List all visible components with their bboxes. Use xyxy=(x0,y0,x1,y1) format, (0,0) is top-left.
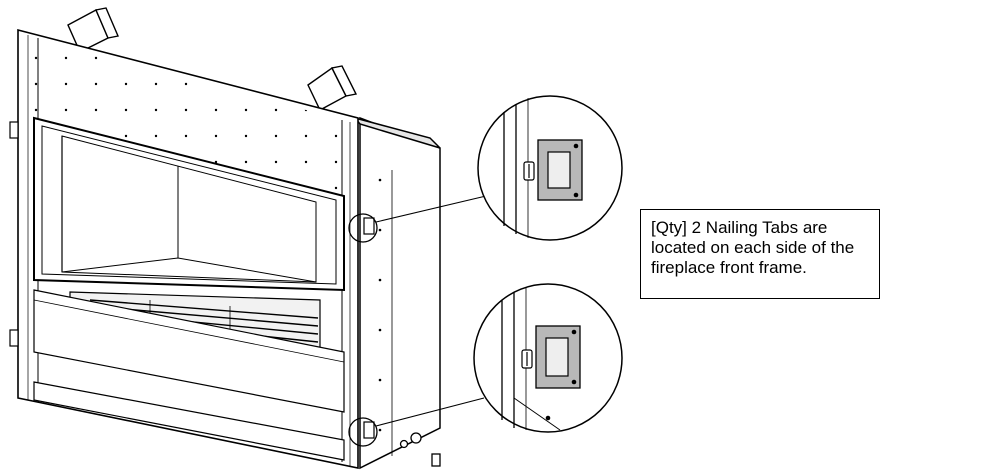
detail-view-upper xyxy=(477,95,623,241)
fireplace-window xyxy=(33,116,345,292)
nailing-tab-icon xyxy=(537,139,583,201)
detail-view-lower xyxy=(473,283,623,433)
nailing-tab-icon xyxy=(9,121,19,347)
top-bracket-right xyxy=(307,65,358,111)
callout-line-3: fireplace front frame. xyxy=(651,258,807,277)
callout-line-2: located on each side of the xyxy=(651,238,855,257)
nailing-tab-icon xyxy=(363,217,375,439)
screw-icon xyxy=(523,161,535,181)
callout-box: [Qty] 2 Nailing Tabs are located on each… xyxy=(640,209,880,299)
callout-line-1: [Qty] 2 Nailing Tabs are xyxy=(651,218,828,237)
detail-leader-lines xyxy=(375,195,487,427)
side-panel-rivets xyxy=(378,178,382,432)
screw-icon xyxy=(521,349,533,369)
magnifier-circle-icon xyxy=(348,213,378,447)
fireplace-side-panel xyxy=(352,116,441,470)
top-bracket-left xyxy=(67,7,119,53)
nailing-tab-icon xyxy=(535,325,581,389)
gas-fittings xyxy=(399,432,441,467)
lower-valance xyxy=(33,289,345,461)
